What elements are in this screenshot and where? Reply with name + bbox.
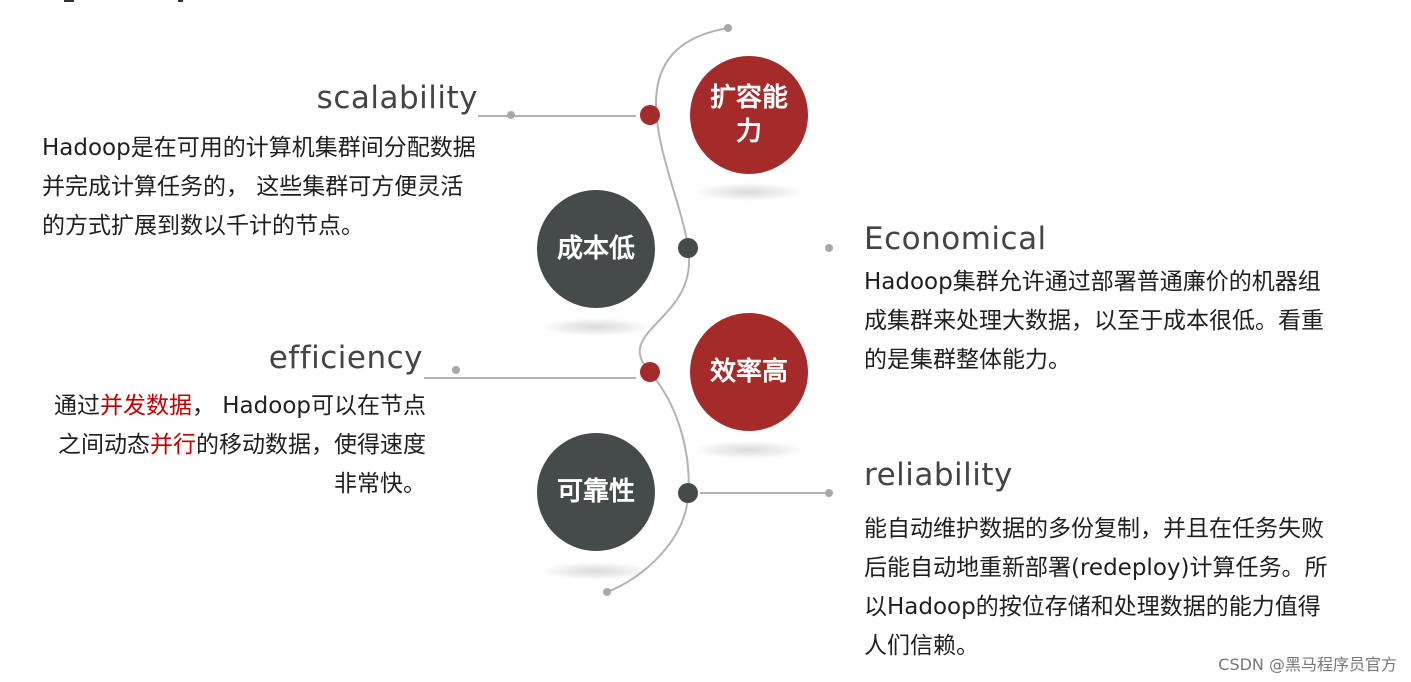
economical-node xyxy=(678,238,698,258)
reliability-dot xyxy=(825,489,833,497)
curve-bottom-end-dot xyxy=(603,588,611,596)
badge-economical-label: 成本低 xyxy=(556,234,635,264)
badge-reliability: 可靠性 xyxy=(537,433,655,551)
badge-efficiency-label: 效率高 xyxy=(709,357,788,387)
highlighted-text: 并行 xyxy=(150,432,196,458)
desc-efficiency: 通过并发数据， Hadoop可以在节点之间动态并行的移动数据，使得速度非常快。 xyxy=(36,387,426,504)
desc-text: Hadoop是在可用的计算机集群间分配数据并完成计算任务的， 这些集群可方便灵活… xyxy=(42,135,476,239)
title-efficiency: efficiency xyxy=(268,340,423,376)
scalability-line-dot xyxy=(507,111,515,119)
badge-shadow xyxy=(694,441,804,459)
badge-scalability-label: 扩容能力 xyxy=(709,83,788,147)
desc-text: 通过 xyxy=(53,393,100,419)
cropped-title-fragment xyxy=(64,0,183,2)
title-scalability: scalability xyxy=(316,80,478,116)
highlighted-text: 并发数据 xyxy=(99,393,192,419)
badge-shadow xyxy=(694,183,804,201)
desc-text: ， Hadoop可以在节点之间动态 xyxy=(58,393,426,458)
scalability-node xyxy=(640,105,660,125)
efficiency-line-dot xyxy=(452,366,460,374)
curve-top-end-dot xyxy=(724,24,732,32)
timeline-curve xyxy=(606,27,729,593)
economical-dot xyxy=(825,244,833,252)
badge-shadow xyxy=(541,318,651,336)
desc-text: 能自动维护数据的多份复制，并且在任务失败后能自动地重新部署(redeploy)计… xyxy=(864,516,1328,659)
csdn-watermark: CSDN @黑马程序员官方 xyxy=(1218,655,1397,674)
desc-scalability: Hadoop是在可用的计算机集群间分配数据并完成计算任务的， 这些集群可方便灵活… xyxy=(42,129,486,246)
desc-reliability: 能自动维护数据的多份复制，并且在任务失败后能自动地重新部署(redeploy)计… xyxy=(864,510,1330,666)
reliability-node xyxy=(678,483,698,503)
desc-text: Hadoop集群允许通过部署普通廉价的机器组成集群来处理大数据，以至于成本很低。… xyxy=(864,269,1324,373)
desc-text: 的移动数据，使得速度非常快。 xyxy=(196,432,426,497)
efficiency-node xyxy=(640,362,660,382)
title-reliability: reliability xyxy=(864,457,1013,493)
desc-economical: Hadoop集群允许通过部署普通廉价的机器组成集群来处理大数据，以至于成本很低。… xyxy=(864,263,1330,380)
badge-reliability-label: 可靠性 xyxy=(556,477,635,507)
badge-shadow xyxy=(541,562,651,580)
title-economical: Economical xyxy=(864,221,1047,257)
badge-economical: 成本低 xyxy=(537,190,655,308)
badge-efficiency: 效率高 xyxy=(690,313,808,431)
badge-scalability: 扩容能力 xyxy=(690,56,808,174)
